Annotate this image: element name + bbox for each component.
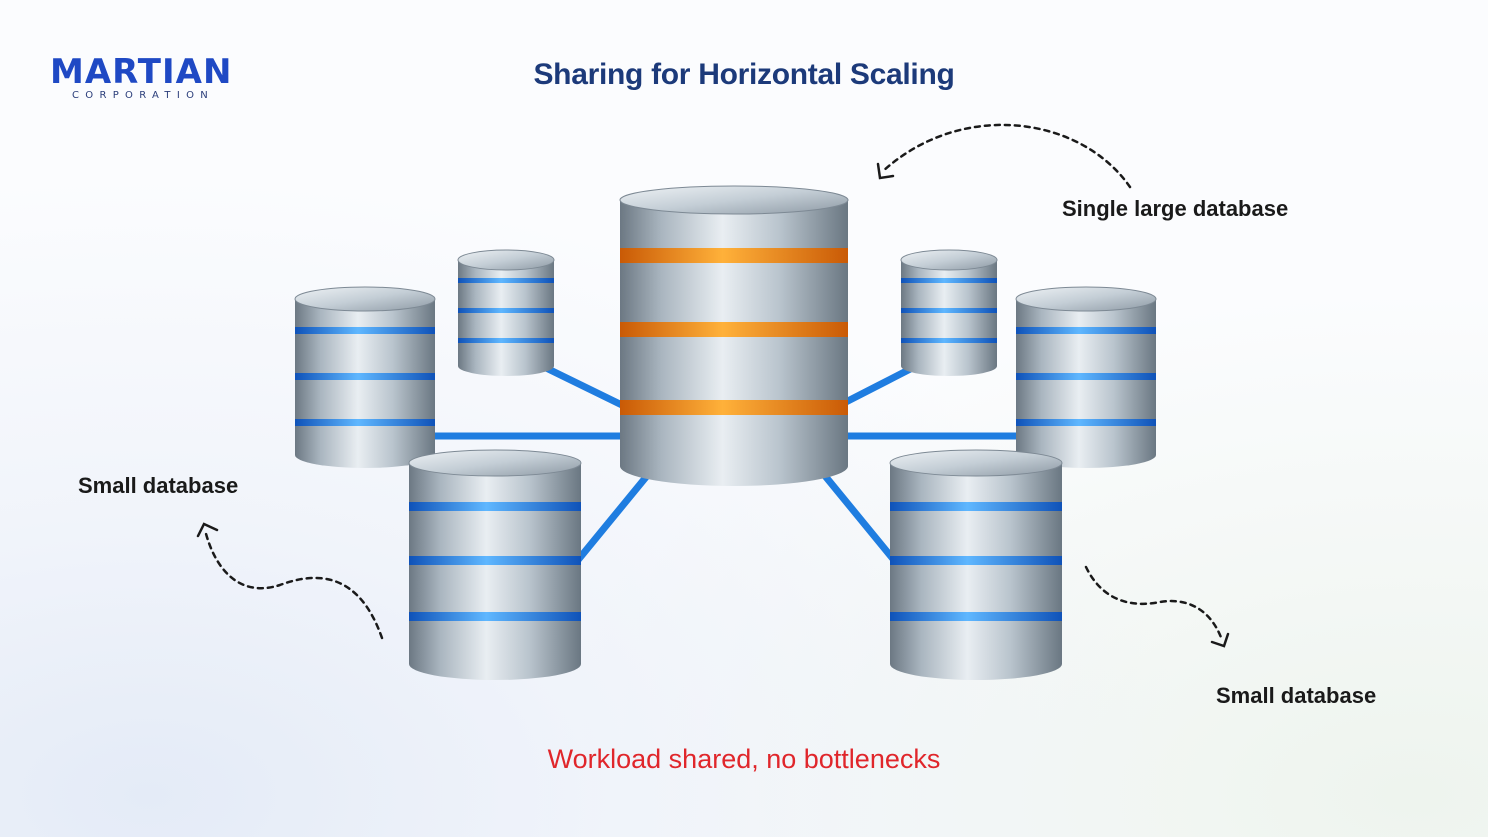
brand-tagline: CORPORATION: [72, 90, 215, 101]
arrowhead-icon: [1210, 632, 1230, 648]
small-database-icon: [900, 249, 998, 376]
dashed-arrow-icon: [203, 528, 384, 640]
brand-logo: MARTIAN CORPORATION: [50, 55, 240, 101]
large-database-icon: [619, 185, 849, 486]
dashed-arrow-icon: [880, 123, 1132, 189]
small-database-icon: [457, 249, 555, 376]
arrowhead-icon: [196, 522, 219, 538]
label-single-large-database: Single large database: [1062, 196, 1289, 221]
small-database-icon: [889, 449, 1063, 680]
label-small-database-left: Small database: [78, 473, 239, 498]
small-database-icon: [408, 449, 582, 680]
page-title: Sharing for Horizontal Scaling: [533, 58, 955, 91]
dashed-arrow-icon: [1084, 565, 1224, 642]
connector-left-top: [534, 360, 632, 412]
label-small-database-right: Small database: [1216, 683, 1377, 708]
caption: Workload shared, no bottlenecks: [547, 744, 941, 774]
small-database-icon: [1015, 286, 1157, 468]
small-database-icon: [294, 286, 436, 468]
brand-name: MARTIAN: [50, 52, 233, 92]
arrowhead-icon: [876, 162, 895, 180]
